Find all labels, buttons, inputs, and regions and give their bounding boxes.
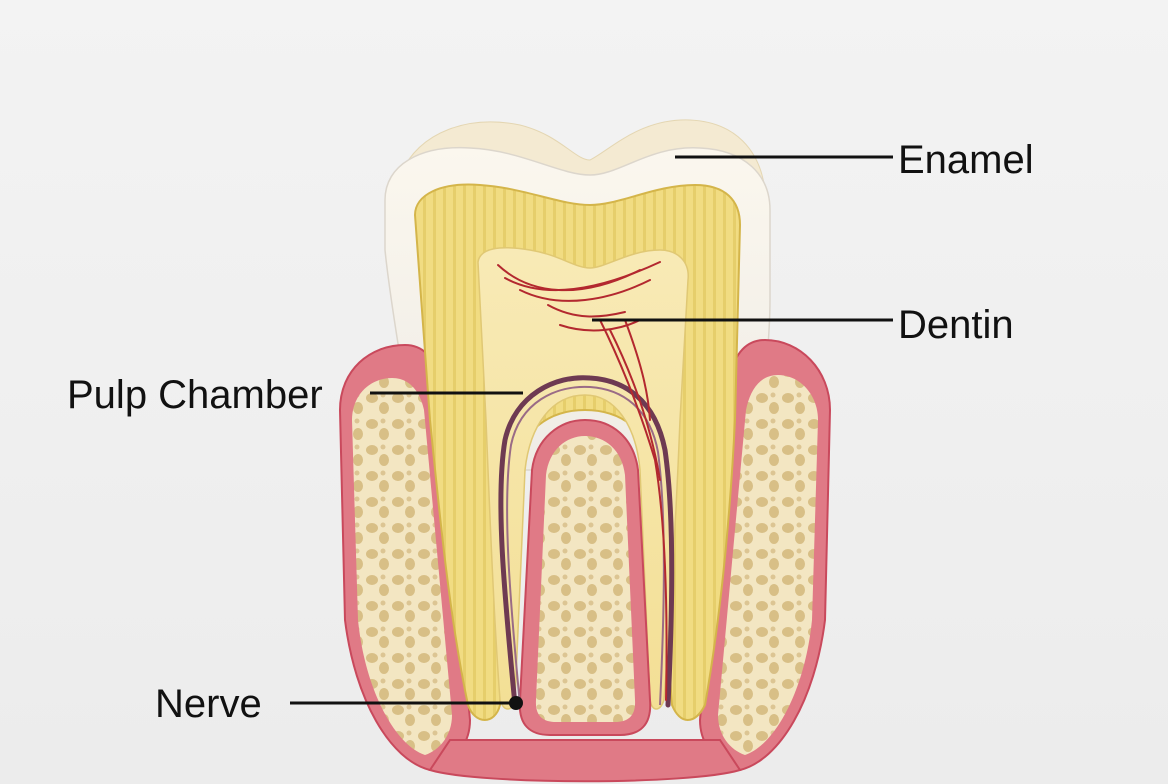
nerve-bundle <box>498 375 675 708</box>
gum-base <box>428 739 742 783</box>
label-nerve: Nerve <box>155 682 262 726</box>
label-enamel: Enamel <box>898 138 1034 182</box>
bone-right <box>718 375 818 755</box>
label-pulp-chamber: Pulp Chamber <box>67 373 323 417</box>
blood-vessels <box>497 261 668 701</box>
bone-left <box>352 378 452 755</box>
leader-lines <box>290 155 893 705</box>
nerve-pointer-dot <box>509 696 523 710</box>
inner-bone <box>535 436 636 722</box>
label-dentin: Dentin <box>898 303 1014 347</box>
